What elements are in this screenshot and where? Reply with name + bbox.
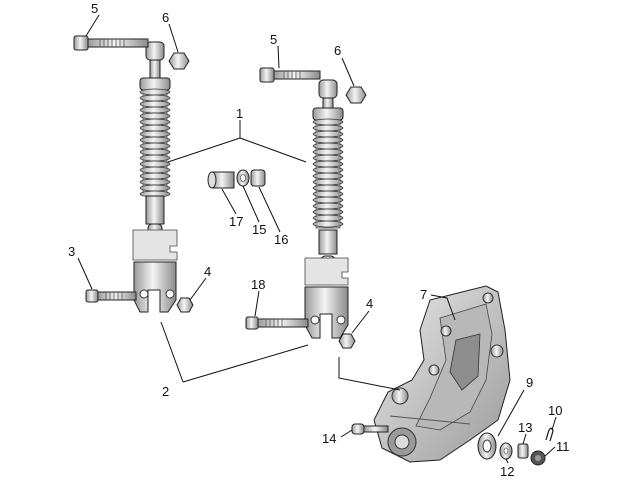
callout-9: 9 bbox=[526, 375, 533, 390]
callout-14: 14 bbox=[322, 431, 336, 446]
callout-10: 10 bbox=[548, 403, 562, 418]
callout-4-left: 4 bbox=[204, 264, 211, 279]
callout-11: 11 bbox=[556, 439, 570, 454]
engine-mount-bracket bbox=[373, 285, 511, 463]
nut-4-left bbox=[176, 297, 194, 313]
left-bracket-plate bbox=[132, 229, 178, 261]
callout-7: 7 bbox=[420, 287, 427, 302]
washer-12 bbox=[499, 442, 513, 460]
callout-6-right: 6 bbox=[334, 43, 341, 58]
callout-16: 16 bbox=[274, 232, 288, 247]
callout-1: 1 bbox=[236, 106, 243, 121]
bolt-left bbox=[73, 35, 149, 51]
bearing-9 bbox=[477, 432, 497, 460]
right-clevis bbox=[304, 286, 349, 339]
right-bracket-plate bbox=[304, 257, 349, 286]
callout-12: 12 bbox=[500, 464, 514, 479]
left-shock-absorber bbox=[139, 41, 171, 239]
nut-right bbox=[345, 86, 367, 104]
callout-4-right: 4 bbox=[366, 296, 373, 311]
bushing-set bbox=[207, 169, 266, 189]
castle-nut-11 bbox=[530, 450, 546, 466]
nut-4-right bbox=[338, 333, 356, 349]
callout-3: 3 bbox=[68, 244, 75, 259]
callout-18: 18 bbox=[251, 277, 265, 292]
bolt-3 bbox=[85, 289, 137, 303]
right-shock-absorber bbox=[312, 79, 344, 271]
callout-13: 13 bbox=[518, 420, 532, 435]
callout-17: 17 bbox=[229, 214, 243, 229]
callout-2: 2 bbox=[162, 384, 169, 399]
spacer-13 bbox=[517, 443, 529, 459]
callout-5-left: 5 bbox=[91, 1, 98, 16]
bolt-18 bbox=[245, 316, 309, 330]
callout-5-right: 5 bbox=[270, 32, 277, 47]
left-clevis bbox=[133, 261, 177, 313]
callout-15: 15 bbox=[252, 222, 266, 237]
cotter-pin-10 bbox=[545, 427, 554, 442]
bolt-right bbox=[259, 67, 321, 83]
leader-lines bbox=[77, 14, 557, 464]
callout-labels: 1 2 3 4 4 5 6 5 6 7 9 10 11 12 13 14 15 … bbox=[68, 1, 570, 479]
callout-6-left: 6 bbox=[162, 10, 169, 25]
nut-left bbox=[168, 52, 190, 70]
stud-14 bbox=[351, 423, 389, 435]
